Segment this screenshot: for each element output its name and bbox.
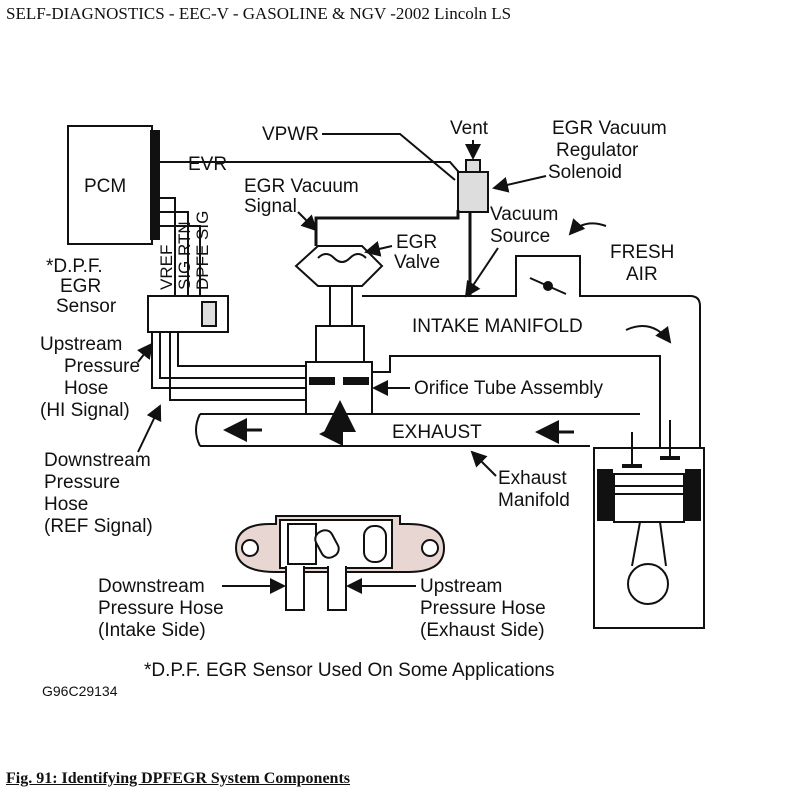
downstream-hose-label-3: Hose bbox=[44, 494, 88, 515]
evr-regulator-label-1: EGR Vacuum bbox=[552, 118, 667, 139]
downstream-hose-label-2: Pressure bbox=[44, 472, 120, 493]
exhaust-manifold-label-1: Exhaust bbox=[498, 468, 567, 489]
dpf-sensor-label-1: *D.P.F. bbox=[46, 256, 103, 277]
ds-hose-intake-label-2: Pressure Hose bbox=[98, 598, 224, 619]
egr-valve-label-2: Valve bbox=[394, 252, 440, 273]
engine-cylinder bbox=[593, 420, 705, 629]
dpf-sensor-label-3: Sensor bbox=[56, 296, 117, 317]
figure-code: G96C29134 bbox=[42, 683, 118, 699]
pcm-label: PCM bbox=[84, 176, 126, 197]
upstream-hose-label-1: Upstream bbox=[40, 334, 122, 355]
evr-solenoid bbox=[457, 159, 489, 213]
us-hose-exhaust-label-3: (Exhaust Side) bbox=[420, 620, 545, 641]
pressure-hoses bbox=[151, 332, 306, 401]
egr-valve-label-1: EGR bbox=[396, 232, 437, 253]
exhaust-manifold-label-2: Manifold bbox=[498, 490, 570, 511]
vent-label: Vent bbox=[450, 118, 489, 139]
dpfe-sig-label: DPFE SIG bbox=[193, 211, 212, 290]
downstream-hose-label-1: Downstream bbox=[44, 450, 151, 471]
vref-label: VREF bbox=[157, 245, 176, 290]
fresh-air-label-2: AIR bbox=[626, 264, 658, 285]
fresh-air-label-1: FRESH bbox=[610, 242, 674, 263]
sig-rtn-label: SIG RTN bbox=[175, 221, 194, 290]
intake-flow-arrow bbox=[625, 325, 672, 344]
egr-vac-signal-label-1: EGR Vacuum bbox=[244, 176, 359, 197]
dpf-sensor-label-2: EGR bbox=[60, 276, 101, 297]
downstream-hose-label-4: (REF Signal) bbox=[44, 516, 153, 537]
dpfe-sensor bbox=[147, 295, 229, 333]
egr-valve bbox=[294, 245, 384, 363]
orifice-tube-label: Orifice Tube Assembly bbox=[414, 378, 604, 399]
vpwr-label: VPWR bbox=[262, 124, 319, 145]
evr-regulator-label-2: Regulator bbox=[556, 140, 639, 161]
fresh-air-arrow bbox=[568, 218, 607, 236]
vacuum-source-label-2: Source bbox=[490, 226, 550, 247]
figure-caption: Fig. 91: Identifying DPFEGR System Compo… bbox=[6, 770, 351, 787]
page-header: SELF-DIAGNOSTICS - EEC-V - GASOLINE & NG… bbox=[6, 4, 512, 23]
egr-vac-signal-label-2: Signal bbox=[244, 196, 297, 217]
vacuum-source-label-1: Vacuum bbox=[490, 204, 558, 225]
us-hose-exhaust-label-1: Upstream bbox=[420, 576, 502, 597]
upstream-hose-label-4: (HI Signal) bbox=[40, 400, 130, 421]
evr-wire-label: EVR bbox=[188, 154, 227, 175]
dpfe-sensor-closeup bbox=[234, 515, 446, 611]
us-hose-exhaust-label-2: Pressure Hose bbox=[420, 598, 546, 619]
intake-manifold bbox=[362, 255, 701, 449]
upstream-hose-label-2: Pressure bbox=[64, 356, 140, 377]
exhaust-label: EXHAUST bbox=[392, 422, 482, 443]
intake-manifold-label: INTAKE MANIFOLD bbox=[412, 316, 583, 337]
upstream-hose-label-3: Hose bbox=[64, 378, 108, 399]
evr-regulator-label-3: Solenoid bbox=[548, 162, 622, 183]
ds-hose-intake-label-1: Downstream bbox=[98, 576, 205, 597]
exhaust-pipe bbox=[195, 413, 640, 447]
footnote-text: *D.P.F. EGR Sensor Used On Some Applicat… bbox=[144, 660, 554, 681]
ds-hose-intake-label-3: (Intake Side) bbox=[98, 620, 206, 641]
pcm-module: PCM bbox=[67, 125, 160, 245]
